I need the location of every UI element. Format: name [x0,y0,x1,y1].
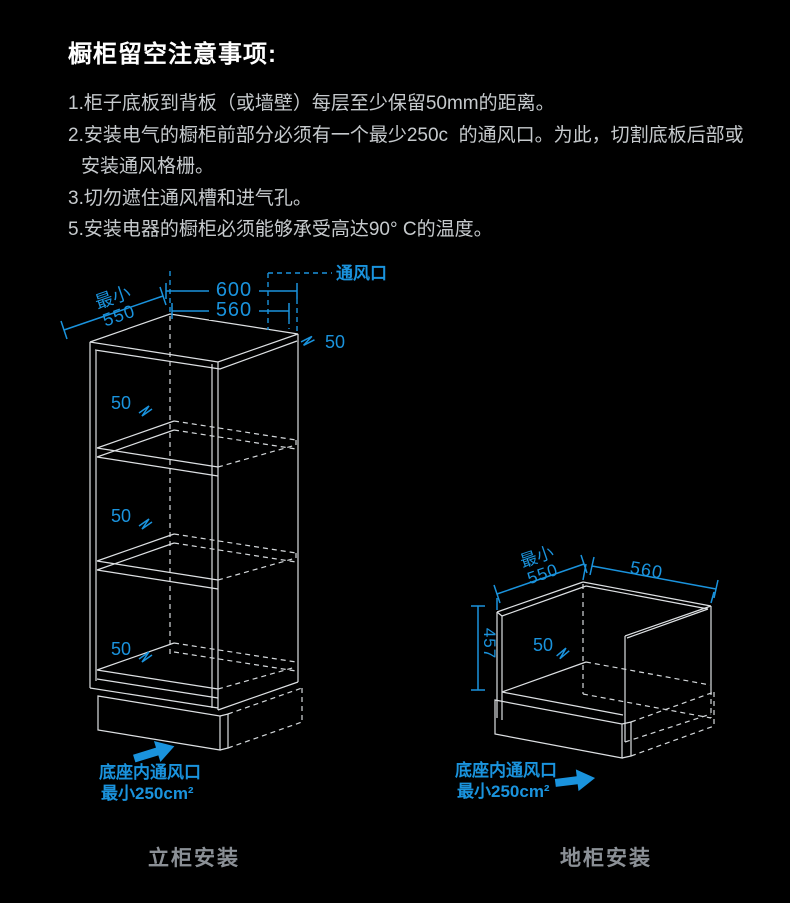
note-item-1: 1.柜子底板到背板（或墙壁）每层至少保留50mm的距离。 [68,93,555,114]
note-item-2-continued: 安装通风格栅。 [81,156,215,177]
base-dim-457: 457 [480,627,500,660]
base-cabinet-caption: 地柜安装 [560,847,652,870]
shelf-gap-50-1: 50 [111,393,132,413]
note-item-2: 2.安装电气的橱柜前部分必须有一个最少250c 的通风口。为此，切割底板后部或 [68,124,744,146]
shelf-gap-50-2: 50 [111,506,132,526]
base-vent-arrow [554,769,596,792]
dim-50-top: 50 [325,332,346,352]
base-vent-label-line1: 底座内通风口 [99,763,201,782]
vent-label: 通风口 [336,264,387,283]
shelf-gap-50-3: 50 [111,639,132,659]
base-vent-label-line2: 最小250cm² [457,782,550,801]
base-cabinet-drawing [494,581,715,759]
note-item-3: 3.切勿遮住通风槽和进气孔。 [68,187,312,209]
tall-cabinet-dimensions [60,271,332,763]
dim-560: 560 [209,300,259,320]
base-vent-arrow [133,740,175,763]
dim-600: 600 [209,280,259,300]
notes-list: 1.柜子底板到背板（或墙壁）每层至少保留50mm的距离。 2.安装电气的橱柜前部… [68,88,768,246]
base-vent-label-line2: 最小250cm² [101,784,194,803]
tall-cabinet-caption: 立柜安装 [148,847,240,870]
note-item-4: 5.安装电器的橱柜必须能够承受高达90° C的温度。 [68,219,493,240]
page-title: 橱柜留空注意事项: [68,41,277,68]
base-dim-50: 50 [533,635,554,655]
base-cabinet-dimensions [471,554,719,792]
tall-cabinet-drawing [89,313,303,751]
base-vent-label-line1: 底座内通风口 [455,761,557,780]
